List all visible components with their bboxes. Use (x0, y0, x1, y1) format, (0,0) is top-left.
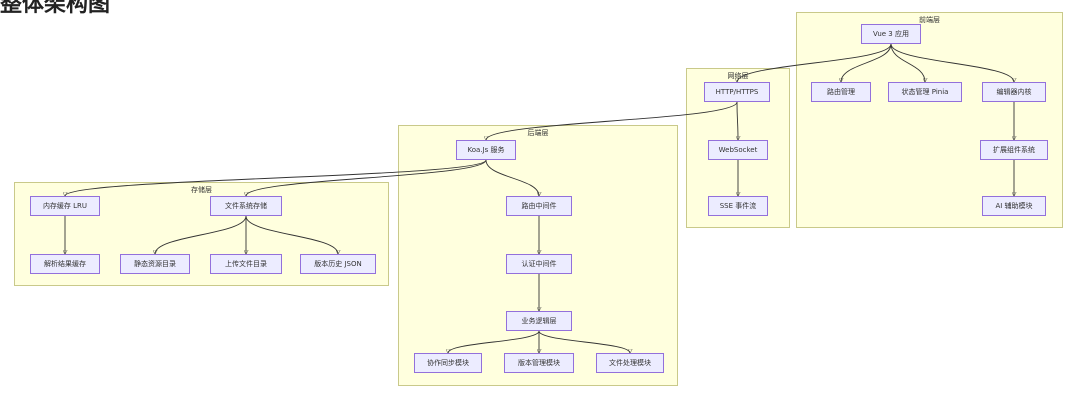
group-storage-title: 存储层 (191, 186, 212, 194)
node-upload-directory[interactable]: 上传文件目录 (210, 254, 282, 274)
node-auth-middleware[interactable]: 认证中间件 (506, 254, 572, 274)
node-vue-app[interactable]: Vue 3 应用 (861, 24, 921, 44)
node-editor-core[interactable]: 编辑器内核 (982, 82, 1046, 102)
edge-http-to-koa (486, 101, 738, 140)
group-frontend-title: 前端层 (919, 16, 940, 24)
node-collab-sync[interactable]: 协作同步模块 (414, 353, 482, 373)
edge-koa-to-mem_cache (65, 159, 487, 196)
node-memory-cache[interactable]: 内存缓存 LRU (30, 196, 100, 216)
group-frontend: 前端层 (796, 12, 1063, 228)
node-router-middleware[interactable]: 路由中间件 (506, 196, 572, 216)
edge-koa-to-fs_storage (246, 159, 487, 196)
edge-vue_app-to-http (737, 43, 892, 82)
node-fs-storage[interactable]: 文件系统存储 (210, 196, 282, 216)
node-router-management[interactable]: 路由管理 (811, 82, 871, 102)
node-state-pinia[interactable]: 状态管理 Pinia (888, 82, 962, 102)
node-extension-system[interactable]: 扩展组件系统 (980, 140, 1048, 160)
diagram-title: 整体架构图 (0, 0, 111, 17)
node-version-json[interactable]: 版本历史 JSON (300, 254, 376, 274)
node-websocket[interactable]: WebSocket (708, 140, 768, 160)
node-file-processing[interactable]: 文件处理模块 (596, 353, 664, 373)
node-version-management[interactable]: 版本管理模块 (504, 353, 574, 373)
edge-vue_app-to-state_pinia (890, 43, 925, 82)
edge-koa-to-router_mw (485, 159, 539, 196)
edge-vue_app-to-editor_core (890, 43, 1014, 82)
group-backend-title: 后端层 (527, 129, 549, 137)
edge-business-to-collab (448, 330, 540, 353)
node-sse[interactable]: SSE 事件流 (708, 196, 768, 216)
node-static-directory[interactable]: 静态资源目录 (120, 254, 190, 274)
node-ai-module[interactable]: AI 辅助模块 (982, 196, 1046, 216)
edge-business-to-file_proc (538, 330, 630, 353)
edge-fs_storage-to-version_json (245, 215, 338, 254)
node-business-logic[interactable]: 业务逻辑层 (506, 311, 572, 331)
edge-fs_storage-to-static_dir (155, 215, 247, 254)
edge-vue_app-to-router_mgmt (841, 43, 892, 82)
group-network-title: 网络层 (727, 72, 749, 80)
node-parse-cache[interactable]: 解析结果缓存 (30, 254, 100, 274)
node-http[interactable]: HTTP/HTTPS (704, 82, 770, 102)
edge-http-to-websocket (737, 101, 738, 140)
node-koa-service[interactable]: Koa.Js 服务 (456, 140, 516, 160)
